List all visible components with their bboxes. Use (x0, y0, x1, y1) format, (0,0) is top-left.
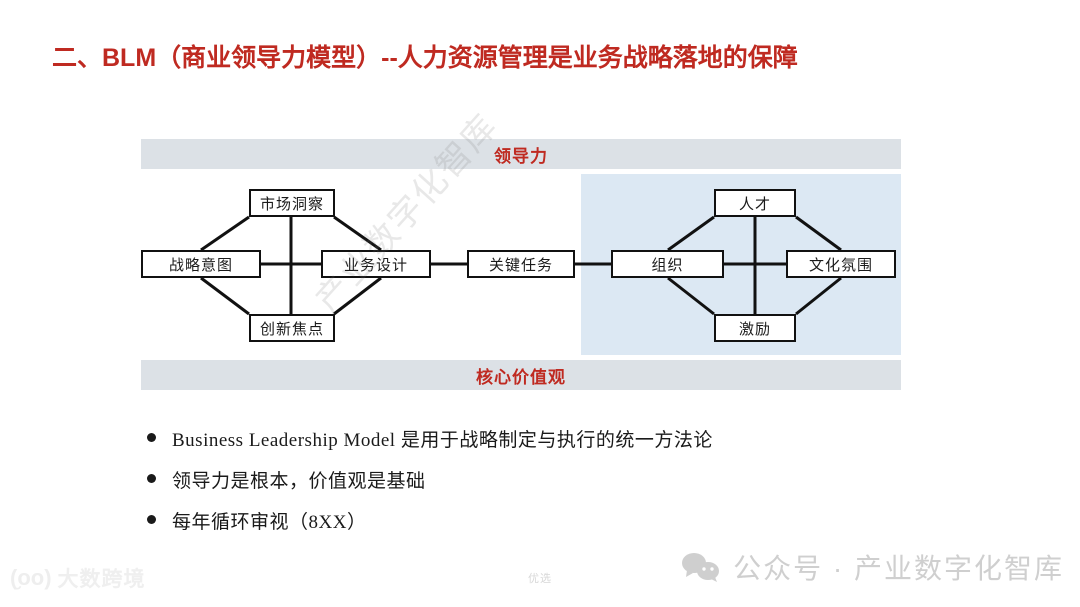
bullet-dot-icon (147, 474, 156, 483)
bullet-text: 领导力是根本，价值观是基础 (172, 471, 426, 492)
list-item: 领导力是根本，价值观是基础 (147, 466, 907, 507)
node-key-tasks[interactable]: 关键任务 (467, 250, 575, 278)
core-values-band: 核心价值观 (141, 360, 901, 390)
page-title: 二、BLM（商业领导力模型）--人力资源管理是业务战略落地的保障 (52, 44, 798, 72)
bullet-text: Business Leadership Model 是用于战略制定与执行的统一方… (172, 430, 713, 451)
blm-diagram: 领导力 核心价值观 市场洞察 战略意图 业务设计 创新焦点 关键任务 人才 组织… (141, 139, 901, 390)
footer-brand-logo: (̮oo) 大数跨境 (10, 563, 146, 593)
node-incentive[interactable]: 激励 (714, 314, 796, 342)
list-item: Business Leadership Model 是用于战略制定与执行的统一方… (147, 425, 907, 466)
core-values-band-label: 核心价值观 (476, 367, 566, 387)
footer-wechat-text: 公众号 · 产业数字化智库 (733, 553, 1064, 584)
node-market-insight[interactable]: 市场洞察 (249, 189, 335, 217)
leadership-band-label: 领导力 (494, 146, 548, 166)
wechat-icon (682, 553, 720, 582)
bullet-text: 每年循环审视（8XX） (172, 512, 367, 533)
footer-wechat-account: 公众号 · 产业数字化智库 (681, 547, 1064, 587)
diagram-connectors (200, 215, 842, 316)
node-innovation-focus[interactable]: 创新焦点 (249, 314, 335, 342)
footer-center-text: 优选 (528, 573, 552, 585)
node-organization[interactable]: 组织 (611, 250, 724, 278)
node-culture[interactable]: 文化氛围 (786, 250, 896, 278)
node-strategic-intent[interactable]: 战略意图 (141, 250, 261, 278)
list-item: 每年循环审视（8XX） (147, 507, 907, 548)
bullet-list: Business Leadership Model 是用于战略制定与执行的统一方… (147, 425, 907, 548)
footer-brand-text: 大数跨境 (57, 568, 146, 591)
dashukuajing-logo-icon: (̮oo) (10, 565, 52, 590)
leadership-band: 领导力 (141, 139, 901, 169)
node-business-design[interactable]: 业务设计 (321, 250, 431, 278)
bullet-dot-icon (147, 433, 156, 442)
node-talent[interactable]: 人才 (714, 189, 796, 217)
bullet-dot-icon (147, 515, 156, 524)
